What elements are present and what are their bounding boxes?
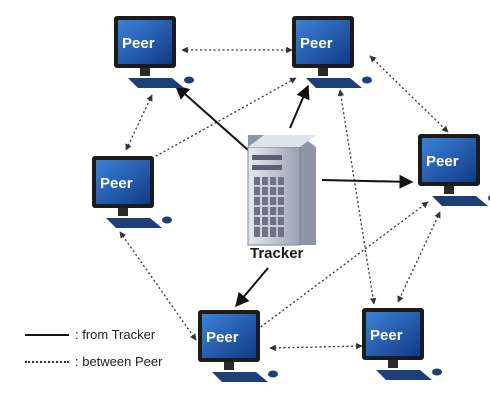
legend-label: : between Peer (75, 354, 163, 369)
arrow-tracker-to-top-left (174, 85, 249, 151)
monitor-icon (92, 156, 172, 228)
peer-bottom-left: Peer (198, 310, 278, 382)
arrow-tracker-to-bottom-left (235, 267, 269, 308)
monitor-icon (198, 310, 278, 382)
arrow-tracker-to-top-center (289, 84, 310, 129)
peer-label: Peer (370, 327, 403, 344)
peer-label: Peer (300, 35, 333, 52)
monitor-icon (114, 16, 194, 88)
link-peer-bottom-left-bottom-right (269, 342, 363, 352)
peer-mid-left: Peer (92, 156, 172, 228)
peer-links (119, 46, 449, 352)
legend-dotted-line-icon (25, 360, 69, 363)
link-peer-top-center-bottom-right (337, 89, 377, 305)
peer-top-left: Peer (114, 16, 194, 88)
peer-label: Peer (100, 175, 133, 192)
tracker-label: Tracker (250, 245, 304, 262)
tracker-links (174, 84, 414, 308)
link-peer-mid-left-bottom-left (119, 231, 197, 341)
legend-item-from-tracker: : from Tracker (25, 327, 155, 342)
link-peer-top-left-mid-left (125, 94, 153, 151)
peer-label: Peer (206, 329, 239, 346)
peer-top-center: Peer (292, 16, 372, 88)
peer-label: Peer (426, 153, 459, 170)
monitor-icon (362, 308, 442, 380)
peer-bottom-right: Peer (362, 308, 442, 380)
legend-item-between-peer: : between Peer (25, 354, 162, 369)
arrow-tracker-to-right (321, 174, 414, 189)
link-peer-right-bottom-right (397, 211, 441, 303)
monitor-icon (418, 134, 490, 206)
link-peer-mid-left-top-center (139, 77, 297, 166)
monitor-icon (292, 16, 372, 88)
legend-solid-line-icon (25, 333, 69, 336)
peer-label: Peer (122, 35, 155, 52)
peer-right: Peer (418, 134, 490, 206)
tracker-server-icon (247, 135, 316, 246)
link-peer-top-center-right (369, 55, 449, 133)
legend-label: : from Tracker (75, 327, 156, 342)
